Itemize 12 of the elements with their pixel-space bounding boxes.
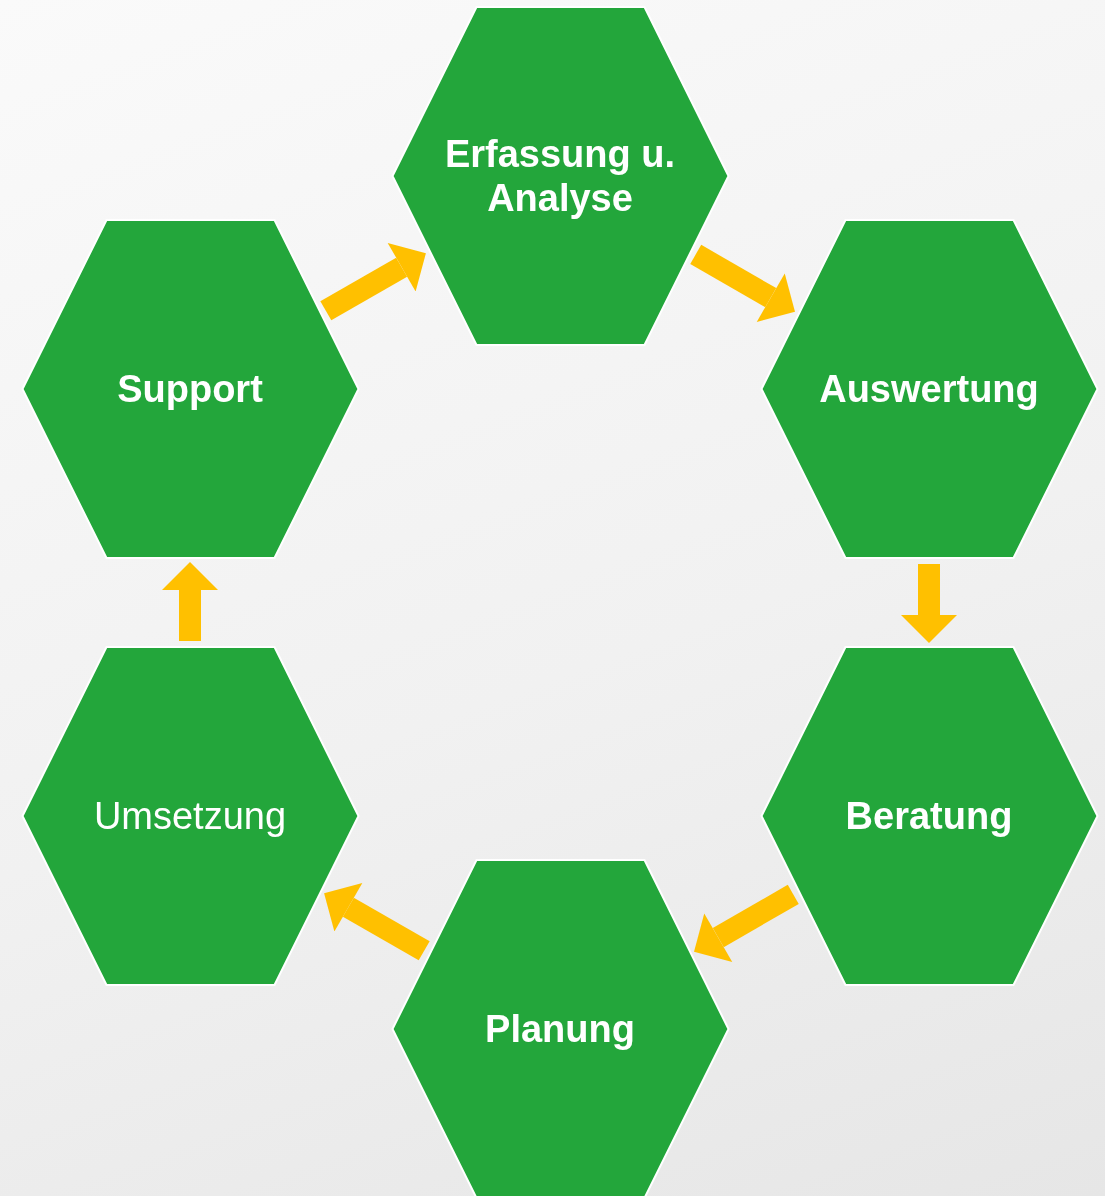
step-label: Umsetzung [92, 794, 288, 838]
block-arrow [901, 564, 957, 643]
block-arrow [324, 882, 430, 961]
block-arrow [690, 244, 795, 322]
step-label: Support [116, 367, 264, 411]
step-label: Planung [484, 1007, 636, 1051]
step-label: Auswertung [818, 367, 1040, 411]
block-arrow [162, 562, 218, 641]
block-arrow [320, 242, 426, 321]
block-arrow [694, 884, 799, 962]
step-label: Beratung [844, 794, 1014, 838]
step-label: Erfassung u. Analyse [443, 132, 677, 220]
